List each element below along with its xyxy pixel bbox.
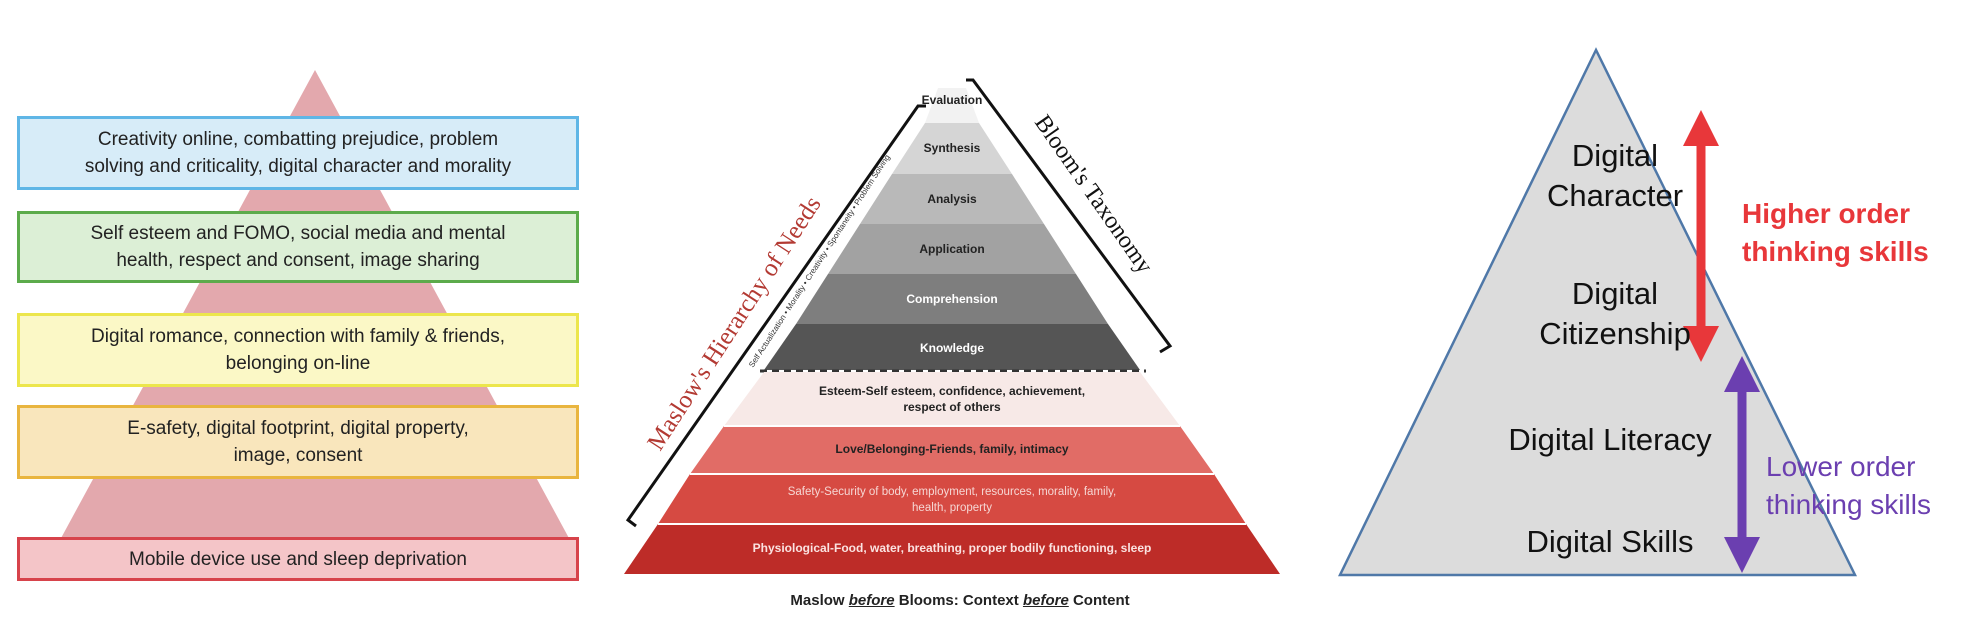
level-application: Application [919, 242, 985, 256]
maslow-blooms-svg: Bloom's Taxonomy Maslow's Hierarchy of N… [624, 78, 1280, 574]
digital-skills-pyramid: Digital Character Digital Citizenship Di… [1320, 0, 1970, 631]
higher-order-label: Higher order thinking skills [1742, 195, 1970, 271]
tier-esteem [724, 372, 1180, 426]
tier-love [690, 426, 1214, 474]
label-line: Digital [1571, 276, 1659, 311]
box-digital-romance: Digital romance, connection with family … [17, 313, 579, 387]
box-line: E-safety, digital footprint, digital pro… [127, 418, 469, 439]
level-knowledge: Knowledge [919, 341, 984, 355]
box-line: health, respect and consent, image shari… [116, 250, 480, 271]
box-self-esteem: Self esteem and FOMO, social media and m… [17, 211, 579, 283]
caption-part: Maslow [790, 592, 849, 609]
level-synthesis: Synthesis [923, 141, 981, 155]
digital-wellbeing-pyramid: Creativity online, combatting prejudice,… [0, 0, 600, 631]
label-line: Digital [1571, 138, 1659, 173]
label-digital-literacy: Digital Literacy [1508, 422, 1712, 457]
caption-part: Blooms: Context [894, 592, 1023, 609]
side-line: Lower order [1766, 451, 1916, 482]
label-digital-character: Digital Character [1480, 136, 1750, 216]
label-line: Citizenship [1539, 316, 1691, 351]
box-line: Digital romance, connection with family … [91, 326, 505, 347]
label-line: Character [1546, 178, 1684, 213]
level-esteem: Esteem-Self esteem, confidence, achievem… [772, 383, 1132, 415]
side-line: Higher order [1742, 198, 1911, 229]
box-creativity: Creativity online, combatting prejudice,… [17, 116, 579, 190]
level-line: Esteem-Self esteem, confidence, achievem… [818, 384, 1086, 398]
tier-physiological [624, 524, 1280, 574]
caption-emphasis: before [1022, 592, 1069, 609]
box-line: Mobile device use and sleep deprivation [129, 548, 467, 570]
level-line: health, property [912, 502, 992, 514]
maslow-blooms-pyramid: Bloom's Taxonomy Maslow's Hierarchy of N… [600, 0, 1320, 631]
box-line: image, consent [233, 445, 363, 466]
blooms-bracket [966, 78, 1173, 354]
level-analysis: Analysis [927, 192, 977, 206]
level-safety: Safety-Security of body, employment, res… [710, 484, 1194, 516]
level-physiological: Physiological-Food, water, breathing, pr… [752, 541, 1152, 555]
level-line: respect of others [903, 400, 1001, 414]
box-mobile-device: Mobile device use and sleep deprivation [17, 537, 579, 581]
level-love: Love/Belonging-Friends, family, intimacy [835, 442, 1069, 456]
tier-evaluation [925, 88, 979, 123]
tier-synthesis [892, 123, 1012, 174]
box-line: belonging on-line [225, 353, 371, 374]
label-digital-skills: Digital Skills [1526, 524, 1694, 559]
maslow-bracket [625, 104, 926, 528]
level-evaluation: Evaluation [921, 93, 983, 107]
tier-comprehension [796, 274, 1108, 324]
side-line: thinking skills [1742, 236, 1929, 267]
caption-emphasis: before [848, 592, 895, 609]
box-e-safety: E-safety, digital footprint, digital pro… [17, 405, 579, 479]
level-comprehension: Comprehension [906, 292, 998, 306]
tier-safety [658, 474, 1246, 524]
box-line: solving and criticality, digital charact… [84, 156, 512, 177]
tier-analysis [860, 174, 1044, 224]
side-line: thinking skills [1766, 489, 1931, 520]
digital-skills-svg [1337, 47, 1858, 577]
tier-knowledge [764, 324, 1140, 370]
box-line: Self esteem and FOMO, social media and m… [90, 223, 506, 244]
lower-order-label: Lower order thinking skills [1766, 448, 1970, 524]
caption: Maslow before Blooms: Context before Con… [600, 592, 1320, 609]
tier-application [828, 224, 1076, 274]
box-line: Creativity online, combatting prejudice,… [97, 129, 499, 150]
label-digital-citizenship: Digital Citizenship [1480, 274, 1750, 354]
level-line: Safety-Security of body, employment, res… [787, 486, 1117, 498]
caption-part: Content [1068, 592, 1130, 609]
